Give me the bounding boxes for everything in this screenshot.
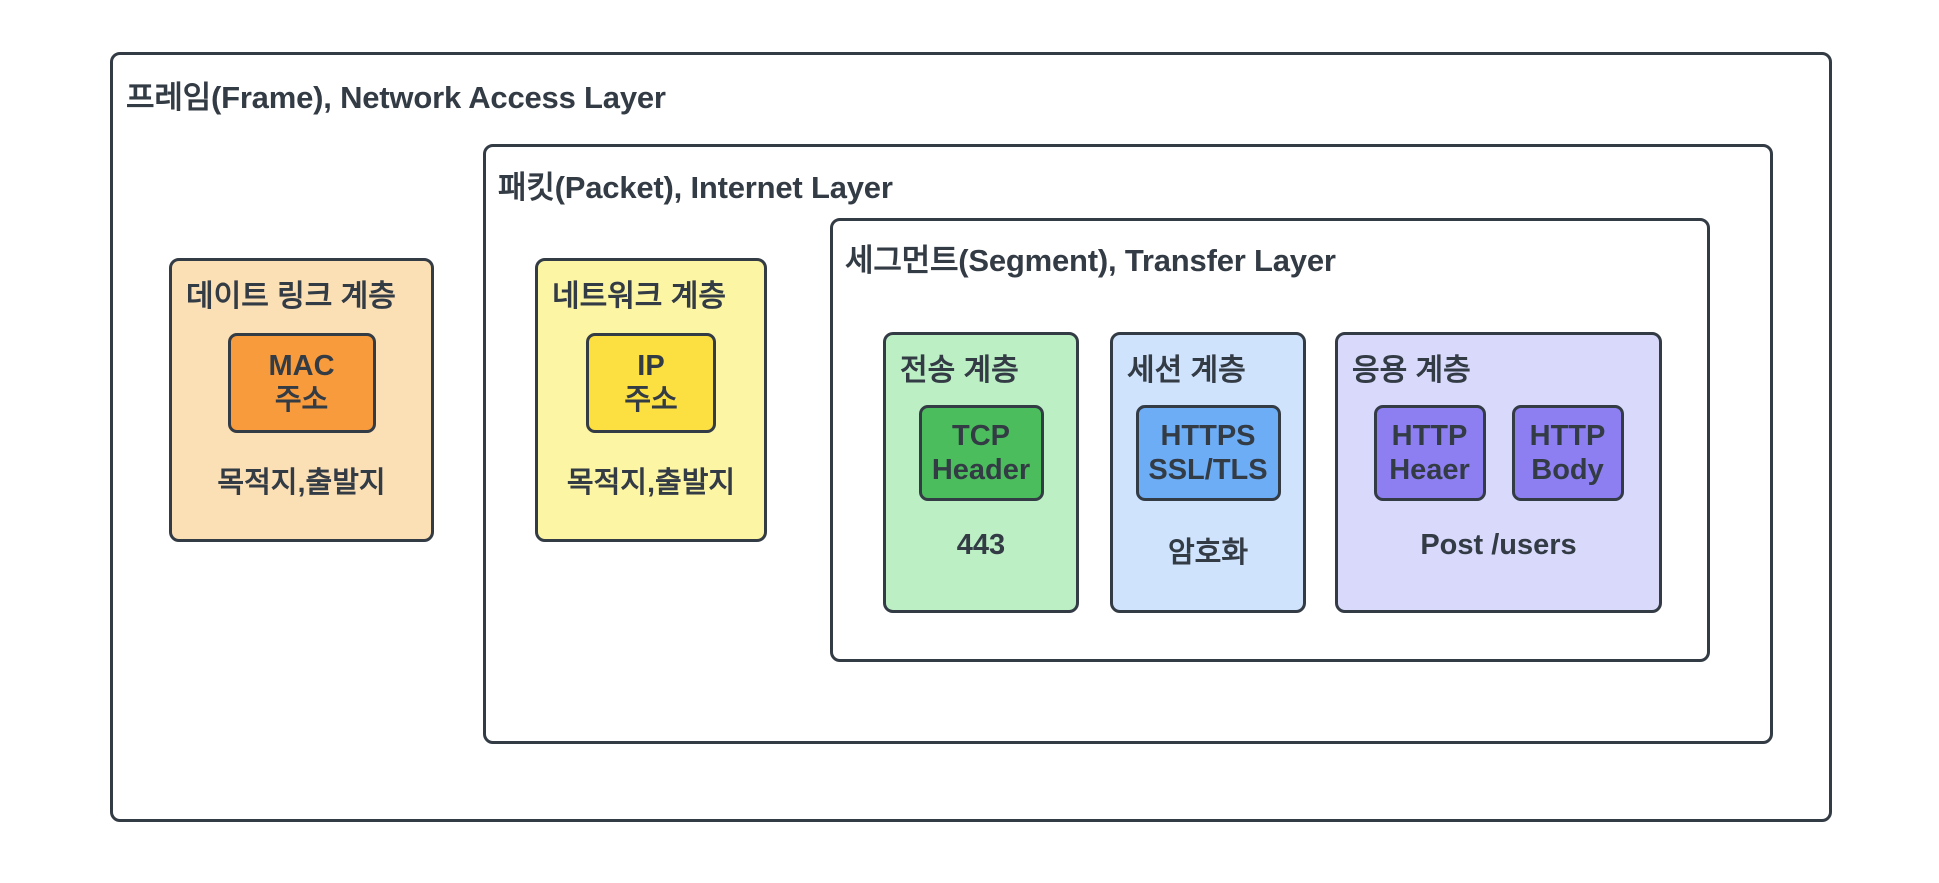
https-chip-line2: SSL/TLS (1148, 454, 1268, 486)
tcp-header-chip: TCP Header (918, 405, 1044, 501)
http-body-chip-line2: Body (1531, 454, 1604, 486)
transport-layer-card: 전송 계층 TCP Header 443 (883, 332, 1079, 613)
transport-chip-row: TCP Header (886, 405, 1076, 501)
ip-chip-line1: IP (637, 349, 665, 382)
application-layer-footer: Post /users (1420, 529, 1577, 561)
network-layer-title: 네트워크 계층 (552, 280, 726, 313)
datalink-layer-footer: 목적지,출발지 (217, 467, 386, 499)
session-layer-card: 세션 계층 HTTPS SSL/TLS 암호화 (1110, 332, 1306, 613)
mac-chip-line2: 주소 (274, 384, 329, 416)
network-chip-row: IP 주소 (538, 333, 764, 433)
tcp-chip-line1: TCP (952, 419, 1010, 452)
packet-container-title: 패킷(Packet), Internet Layer (498, 170, 893, 205)
transport-layer-title: 전송 계층 (900, 354, 1019, 387)
datalink-layer-title: 데이트 링크 계층 (186, 280, 396, 313)
application-layer-card: 응용 계층 HTTP Heaer HTTP Body Post /users (1335, 332, 1662, 613)
application-chip-row: HTTP Heaer HTTP Body (1338, 405, 1659, 501)
tcp-chip-line2: Header (931, 454, 1031, 486)
http-body-chip-line1: HTTP (1529, 419, 1606, 452)
session-layer-footer: 암호화 (1167, 537, 1249, 569)
mac-chip-line1: MAC (268, 349, 335, 382)
transport-layer-footer: 443 (956, 529, 1006, 561)
ip-chip-line2: 주소 (624, 384, 678, 416)
network-layer-card: 네트워크 계층 IP 주소 목적지,출발지 (535, 258, 767, 542)
datalink-layer-card: 데이트 링크 계층 MAC 주소 목적지,출발지 (169, 258, 434, 542)
http-header-chip-line2: Heaer (1389, 454, 1470, 486)
application-layer-title: 응용 계층 (1352, 354, 1471, 387)
http-header-chip-line1: HTTP (1391, 419, 1468, 452)
https-chip-line1: HTTPS (1160, 419, 1256, 452)
network-layer-footer: 목적지,출발지 (566, 467, 736, 499)
ip-address-chip: IP 주소 (586, 333, 716, 433)
segment-container-title: 세그먼트(Segment), Transfer Layer (845, 243, 1336, 278)
https-ssl-tls-chip: HTTPS SSL/TLS (1135, 405, 1281, 501)
session-layer-title: 세션 계층 (1127, 354, 1246, 387)
datalink-chip-row: MAC 주소 (172, 333, 431, 433)
frame-container-title: 프레임(Frame), Network Access Layer (126, 80, 666, 115)
mac-address-chip: MAC 주소 (227, 333, 376, 433)
http-body-chip: HTTP Body (1511, 405, 1624, 501)
session-chip-row: HTTPS SSL/TLS (1113, 405, 1303, 501)
http-header-chip: HTTP Heaer (1373, 405, 1486, 501)
